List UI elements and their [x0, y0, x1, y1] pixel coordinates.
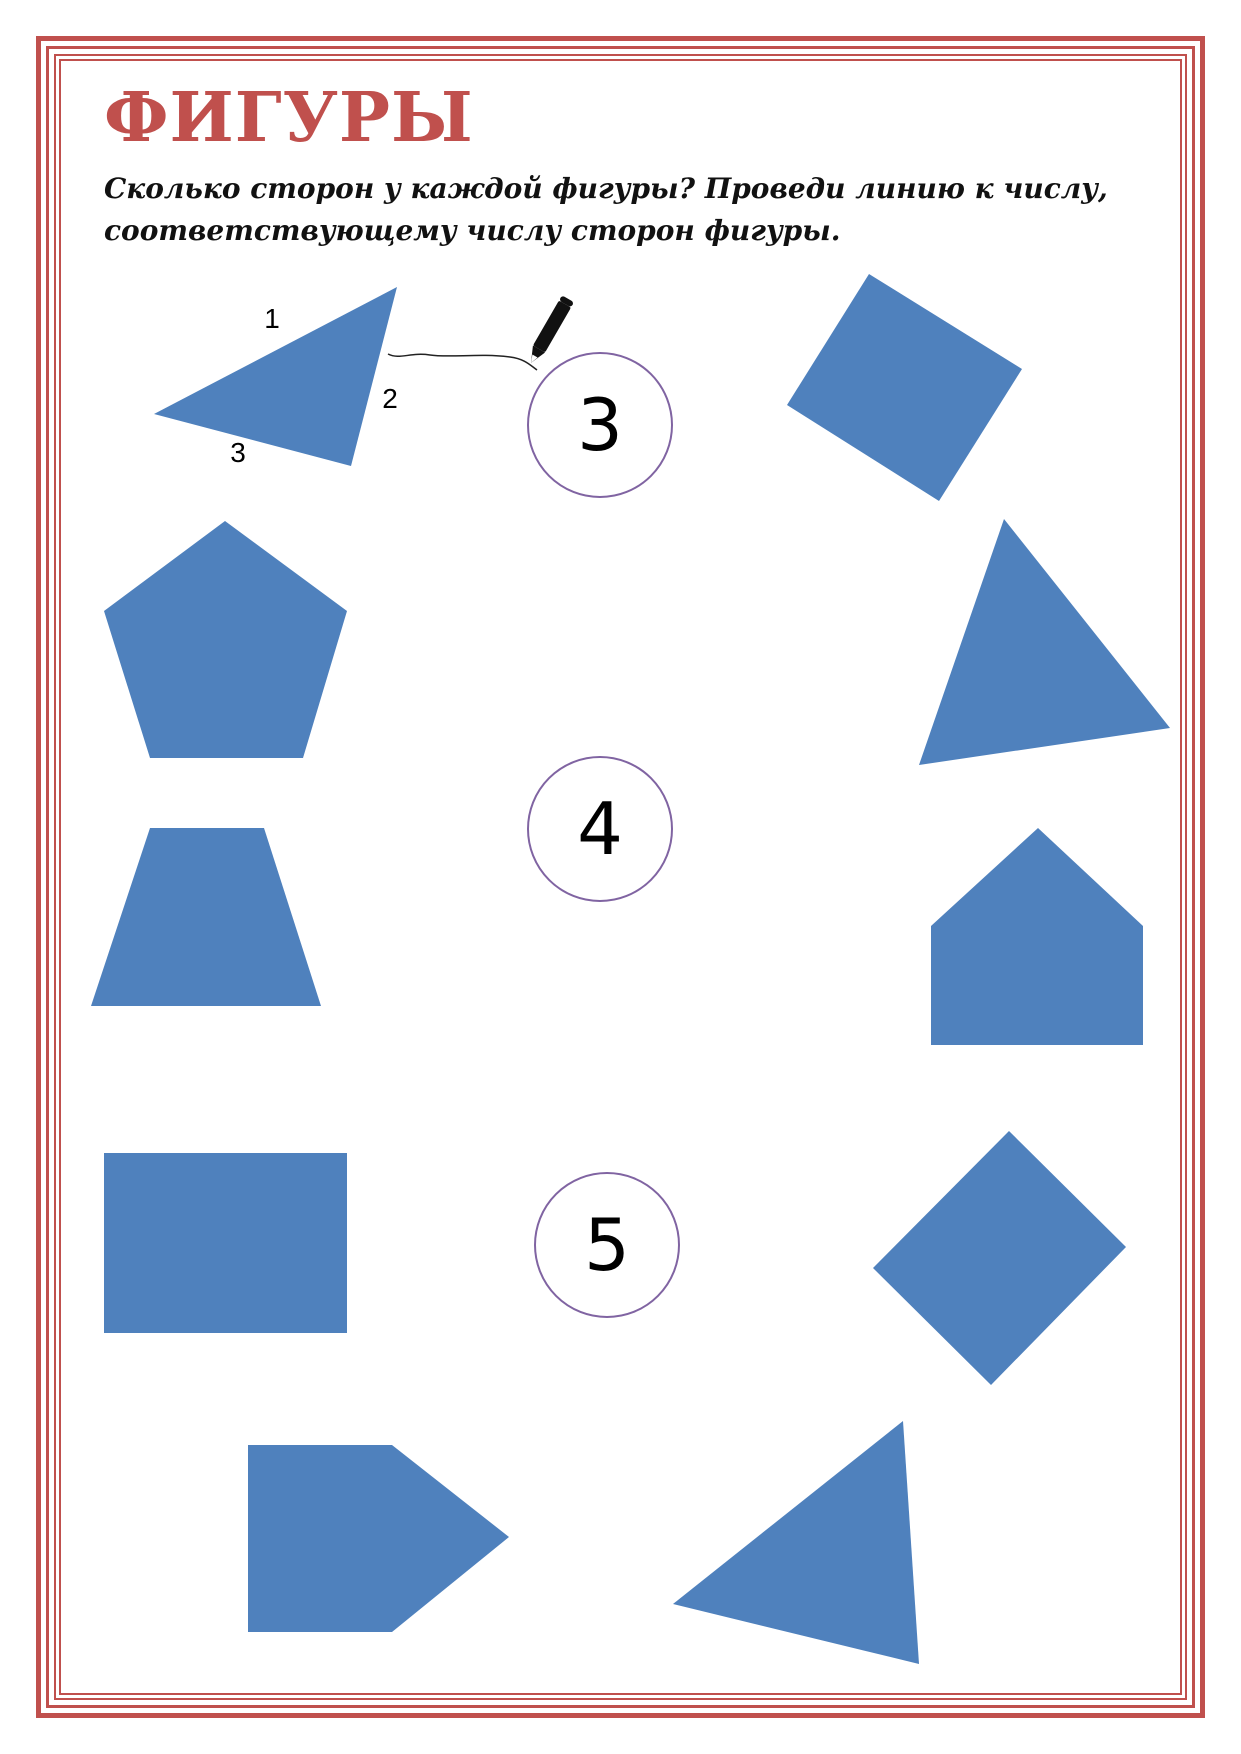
- side-label-1: 1: [264, 303, 280, 334]
- page-border-2: [46, 46, 1195, 1708]
- page-border-inner: [59, 59, 1182, 1695]
- number-label-3: 3: [577, 383, 623, 467]
- house-pentagon-shape[interactable]: [931, 828, 1143, 1045]
- number-circle-3[interactable]: [527, 352, 673, 498]
- number-label-4: 4: [577, 787, 623, 871]
- arrow-pentagon-shape[interactable]: [248, 1445, 509, 1632]
- bottom-triangle-shape[interactable]: [673, 1421, 919, 1664]
- example-triangle-shape[interactable]: [154, 287, 397, 466]
- trapezoid-shape[interactable]: [91, 828, 321, 1006]
- rotated-square-shape[interactable]: [787, 274, 1022, 501]
- instructions: Сколько сторон у каждой фигуры? Проведи …: [104, 168, 1124, 252]
- pencil-icon: [531, 296, 573, 363]
- pentagon-shape[interactable]: [104, 521, 347, 758]
- page-title: ФИГУРЫ: [104, 78, 474, 158]
- rectangle-shape[interactable]: [104, 1153, 347, 1333]
- side-label-3: 3: [230, 437, 246, 468]
- diamond-shape[interactable]: [873, 1131, 1126, 1385]
- page-border-3: [54, 54, 1187, 1700]
- right-triangle-shape[interactable]: [919, 519, 1170, 765]
- example-connection-line: [387, 353, 538, 371]
- number-label-5: 5: [584, 1203, 630, 1287]
- number-circle-4[interactable]: [527, 756, 673, 902]
- side-label-2: 2: [382, 383, 398, 414]
- instruction-line-2: соответствующему числу сторон фигуры.: [104, 214, 841, 247]
- instruction-line-1: Сколько сторон у каждой фигуры? Проведи …: [104, 172, 1108, 205]
- number-circle-5[interactable]: [534, 1172, 680, 1318]
- page-border-outer: [36, 36, 1205, 1718]
